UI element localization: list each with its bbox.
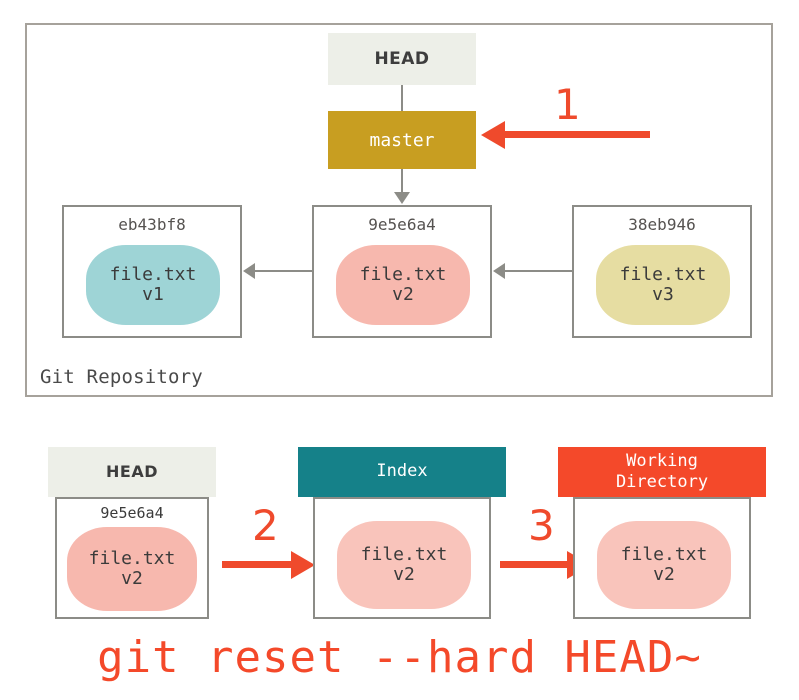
marker-arrow-2-shaft xyxy=(222,561,292,568)
blob-filename: file.txt xyxy=(109,263,197,285)
marker-arrow-3-shaft xyxy=(500,561,568,568)
commit-sha: 9e5e6a4 xyxy=(368,215,436,234)
blob-version: v2 xyxy=(392,284,414,305)
commit-box-38eb946: 38eb946 file.txt v3 xyxy=(572,205,752,338)
blob-filename: file.txt xyxy=(360,543,448,565)
blob-version: v2 xyxy=(393,564,415,585)
parent-link-3-to-2-arrowhead-icon xyxy=(493,263,505,279)
master-branch-label: master xyxy=(369,129,435,151)
tree-body-index: file.txt v2 xyxy=(313,497,491,619)
tree-header-index: Index xyxy=(298,447,506,497)
marker-arrow-1-shaft xyxy=(505,131,650,138)
blob-version: v1 xyxy=(142,284,164,305)
tree-header-index-label: Index xyxy=(376,461,428,482)
blob-filename: file.txt xyxy=(88,547,176,569)
tree-index-blob: file.txt v2 xyxy=(337,521,471,609)
wd-title-line-2: Directory xyxy=(615,472,709,492)
marker-label-3: 3 xyxy=(528,501,555,550)
commit-box-eb43bf8: eb43bf8 file.txt v1 xyxy=(62,205,242,338)
commit-box-9e5e6a4: 9e5e6a4 file.txt v2 xyxy=(312,205,492,338)
blob-version: v3 xyxy=(652,284,674,305)
tree-working-directory-blob: file.txt v2 xyxy=(597,521,731,609)
blob-file-v2: file.txt v2 xyxy=(336,245,470,325)
git-repository-label: Git Repository xyxy=(40,366,203,388)
command-caption: git reset --hard HEAD~ xyxy=(97,632,702,683)
tree-header-head: HEAD xyxy=(48,447,216,497)
commit-sha: 38eb946 xyxy=(628,215,696,234)
tree-header-head-label: HEAD xyxy=(106,462,158,481)
marker-label-2: 2 xyxy=(252,501,279,550)
blob-file-v3: file.txt v3 xyxy=(596,245,730,325)
tree-head-blob: file.txt v2 xyxy=(67,527,197,611)
head-pointer-label: HEAD xyxy=(374,49,430,69)
parent-link-3-to-2-line xyxy=(505,270,573,272)
tree-body-head: 9e5e6a4 file.txt v2 xyxy=(55,497,209,619)
wd-title-line-1: Working xyxy=(626,450,698,471)
parent-link-2-to-1-line xyxy=(255,270,313,272)
tree-body-working-directory: file.txt v2 xyxy=(573,497,751,619)
blob-version: v2 xyxy=(121,568,143,589)
blob-filename: file.txt xyxy=(619,263,707,285)
marker-arrow-2-head-icon xyxy=(291,550,315,579)
master-to-commit-line xyxy=(401,169,403,193)
blob-filename: file.txt xyxy=(620,543,708,565)
head-to-master-line xyxy=(401,85,403,111)
parent-link-2-to-1-arrowhead-icon xyxy=(243,263,255,279)
blob-version: v2 xyxy=(653,564,675,585)
master-to-commit-arrowhead-icon xyxy=(394,192,410,204)
commit-sha: eb43bf8 xyxy=(118,215,186,234)
marker-arrow-1-head-icon xyxy=(481,120,505,149)
blob-filename: file.txt xyxy=(359,263,447,285)
blob-file-v1: file.txt v1 xyxy=(86,245,220,325)
tree-head-sha: 9e5e6a4 xyxy=(100,504,164,522)
master-branch-box: master xyxy=(328,111,476,169)
head-pointer-box: HEAD xyxy=(328,33,476,85)
marker-label-1: 1 xyxy=(554,80,581,129)
